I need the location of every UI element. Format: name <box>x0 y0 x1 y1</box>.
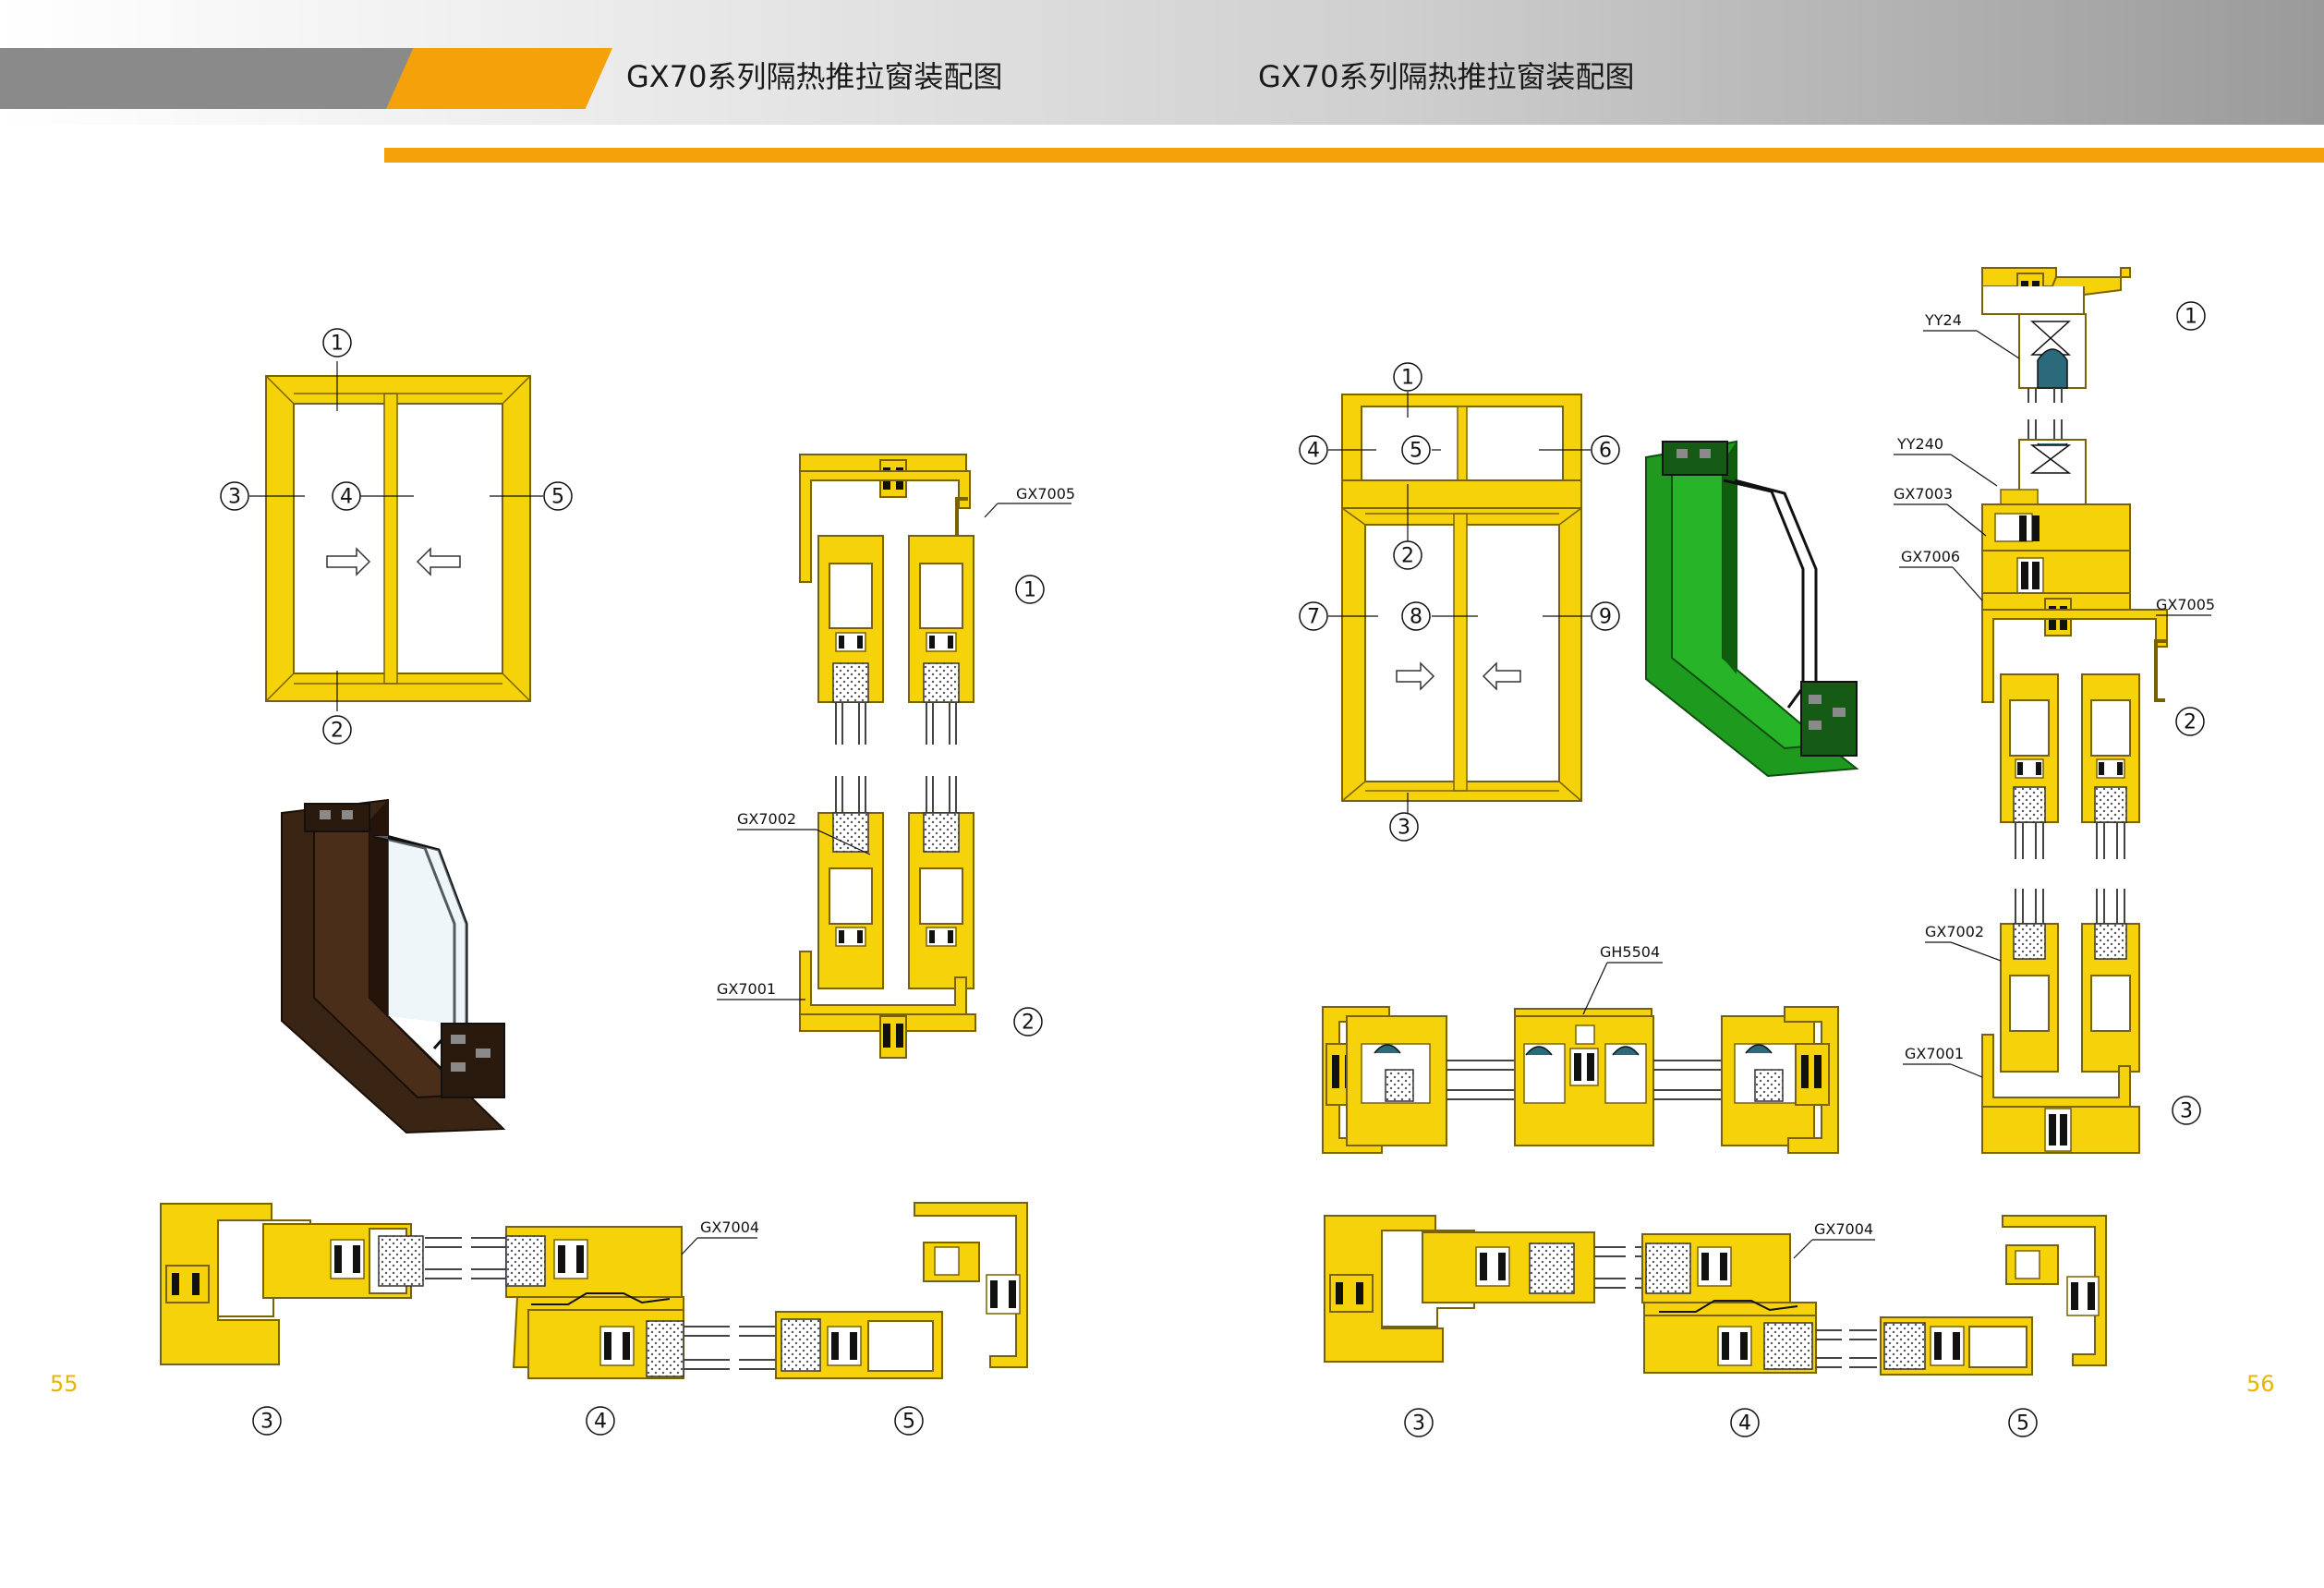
left-section-labels: GX7005 GX7002 GX7001 1 2 <box>717 485 1075 1036</box>
label-yy24: YY24 <box>1924 311 1962 329</box>
label-gx7005-right: GX7005 <box>2156 596 2215 613</box>
horizontal-callout-5: 5 <box>902 1411 915 1434</box>
r-horizontal-callout-5: 5 <box>2016 1412 2029 1436</box>
label-gx7001-right: GX7001 <box>1905 1045 1964 1062</box>
left-elevation <box>249 361 543 711</box>
left-vertical-section <box>717 454 1071 1059</box>
horizontal-callout-3: 3 <box>260 1411 273 1434</box>
label-gx7002-right: GX7002 <box>1925 923 1984 940</box>
right-elevation <box>1328 392 1591 813</box>
left-horizontal-section <box>160 1202 1028 1379</box>
section-callout-1: 1 <box>1023 579 1036 602</box>
r-horizontal-callout-4: 4 <box>1738 1412 1751 1436</box>
right-mid-section <box>1322 962 1839 1154</box>
r-horizontal-callout-3: 3 <box>1412 1412 1425 1436</box>
label-gx7003: GX7003 <box>1894 485 1953 503</box>
r-section-callout-3: 3 <box>2180 1100 2193 1123</box>
header-orange-tab <box>386 48 612 109</box>
left-elevation-callouts: 1 2 3 4 5 <box>220 328 573 745</box>
right-horizontal-labels: GX7004 3 4 5 <box>1404 1220 2038 1437</box>
label-gh5504: GH5504 <box>1600 943 1660 961</box>
callout-1: 1 <box>331 333 344 356</box>
horizontal-callout-4: 4 <box>594 1411 607 1434</box>
callout-5: 5 <box>551 486 564 509</box>
callout-4: 4 <box>340 486 353 509</box>
right-3d-corner-profile <box>1645 440 1859 778</box>
label-gx7002: GX7002 <box>737 810 796 828</box>
r-callout-4: 4 <box>1307 440 1320 463</box>
left-page-number: 55 <box>50 1371 79 1397</box>
label-gx7004-right: GX7004 <box>1814 1220 1873 1238</box>
header-orange-rule <box>384 148 2324 163</box>
right-vertical-section <box>1894 267 2211 1154</box>
section-callout-2: 2 <box>1022 1012 1035 1035</box>
r-callout-2: 2 <box>1401 545 1414 568</box>
label-gx7004: GX7004 <box>700 1218 759 1236</box>
left-3d-corner-profile <box>281 798 506 1134</box>
callout-2: 2 <box>331 720 344 743</box>
right-page-number: 56 <box>2246 1371 2275 1397</box>
r-callout-8: 8 <box>1410 606 1422 629</box>
r-callout-3: 3 <box>1398 817 1410 840</box>
label-gx7005: GX7005 <box>1016 485 1075 503</box>
right-section-labels: YY24 YY240 GX7003 GX7006 GX7005 GX7002 G… <box>1894 301 2215 1125</box>
r-callout-1: 1 <box>1401 367 1414 390</box>
right-page-title: GX70系列隔热推拉窗装配图 <box>1258 59 1635 94</box>
right-elevation-callouts: 1 2 3 4 5 6 7 8 9 <box>1299 362 1620 842</box>
label-gx7006: GX7006 <box>1901 548 1960 565</box>
r-callout-7: 7 <box>1307 606 1320 629</box>
r-section-callout-2: 2 <box>2184 711 2197 734</box>
right-mid-labels: GH5504 <box>1600 943 1660 961</box>
r-section-callout-1: 1 <box>2185 306 2197 329</box>
callout-3: 3 <box>228 486 241 509</box>
r-callout-5: 5 <box>1410 440 1422 463</box>
label-gx7001: GX7001 <box>717 980 776 998</box>
left-horizontal-labels: GX7004 3 4 5 <box>252 1218 924 1436</box>
left-page-title: GX70系列隔热推拉窗装配图 <box>626 59 1003 94</box>
r-callout-6: 6 <box>1599 440 1612 463</box>
label-yy240: YY240 <box>1896 435 1943 453</box>
header-grey-stripe <box>0 48 416 109</box>
right-horizontal-section <box>1324 1215 2107 1376</box>
r-callout-9: 9 <box>1599 606 1612 629</box>
